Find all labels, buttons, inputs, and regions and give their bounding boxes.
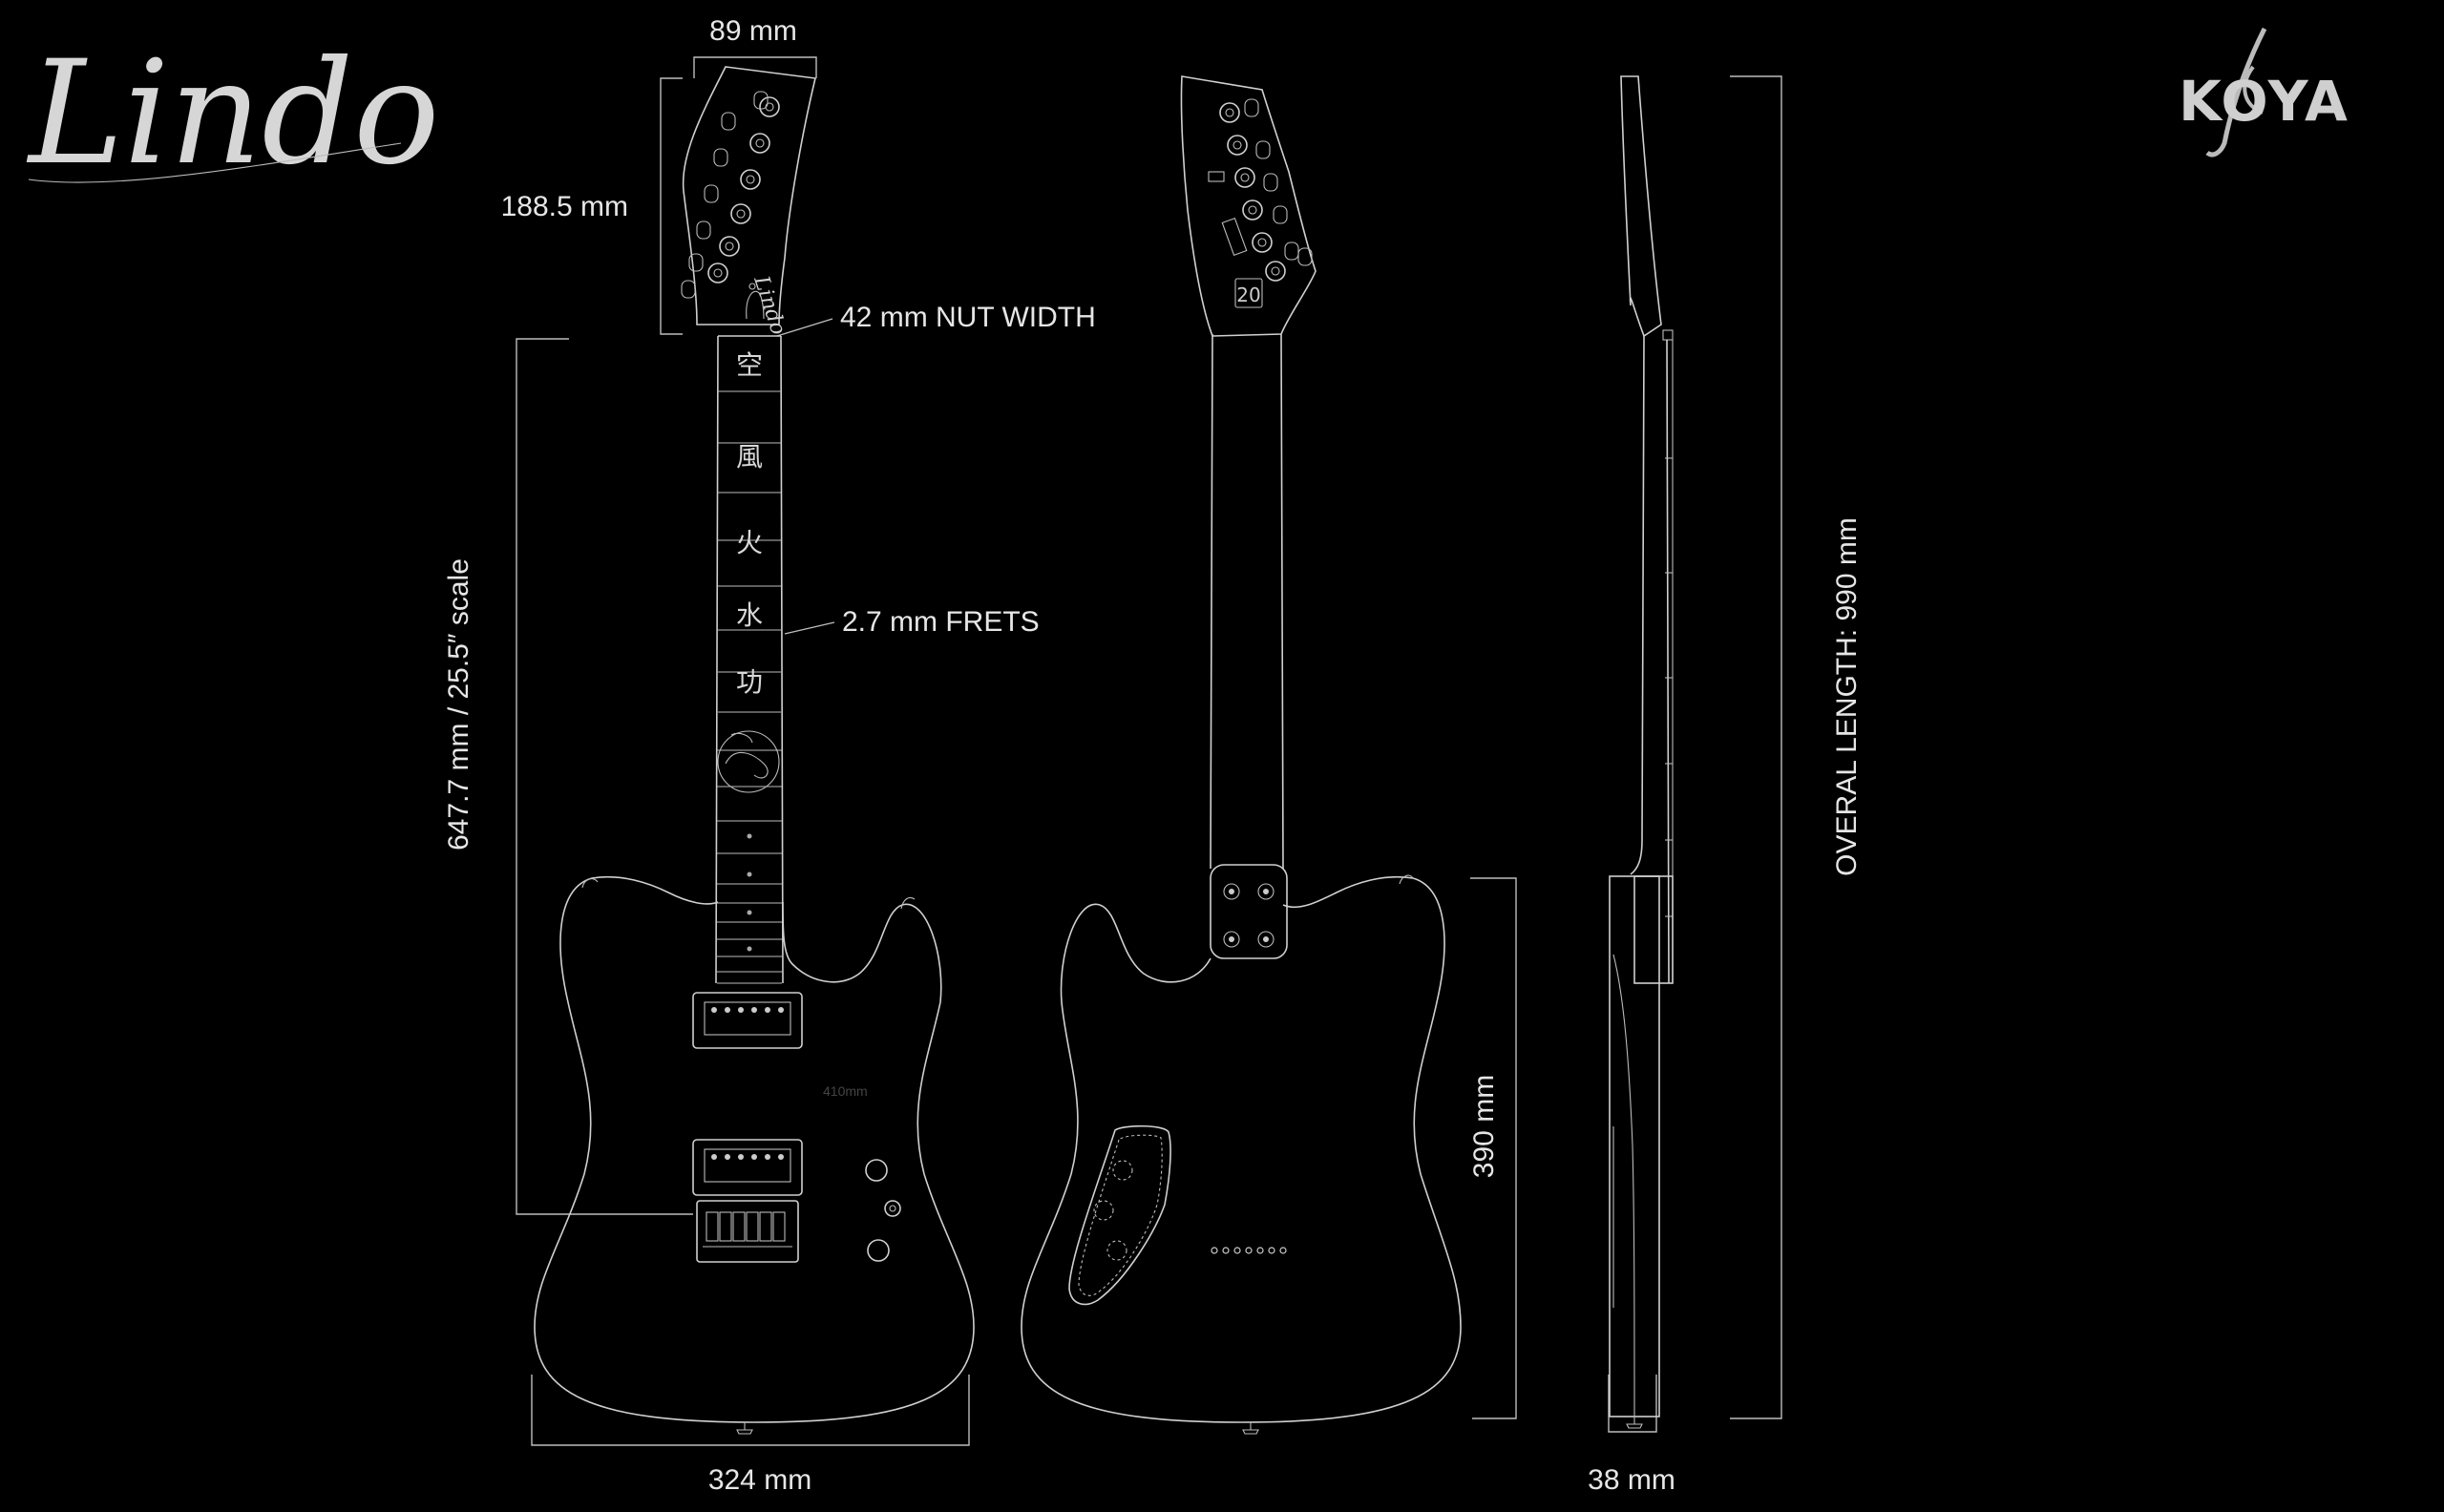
scale-label: 647.7 mm / 25.5″ scale [443, 558, 474, 850]
thickness-label: 38 mm [1588, 1464, 1675, 1496]
front-frets [717, 390, 782, 984]
guitar-front-view: Lindo 空 風 火 水 功 [534, 66, 975, 1435]
headstock-length-label: 188.5 mm [501, 191, 628, 222]
guitar-side-view [1609, 75, 1674, 1429]
dragon-inlay [717, 730, 780, 793]
back-headstock-labels: 20 [1208, 171, 1263, 308]
bridge [696, 1200, 799, 1263]
koya-logo: KOYA [2179, 27, 2349, 158]
inlay-1: 空 [736, 349, 763, 381]
frets-label: 2.7 mm FRETS [842, 606, 1040, 638]
dimension-lines [516, 56, 1782, 1446]
inlay-4: 水 [736, 599, 763, 631]
side-headstock [1620, 75, 1662, 338]
tone-knob [867, 1239, 890, 1262]
lindo-logo: Lindo [26, 31, 440, 197]
neck-pickup [692, 992, 803, 1049]
back-body [1021, 875, 1462, 1423]
side-neck [1630, 335, 1670, 984]
string-ferrules [1211, 1247, 1287, 1254]
neck-plate [1210, 864, 1288, 959]
body-length-label: 390 mm [1468, 1075, 1500, 1178]
dot-inlays [747, 833, 752, 952]
back-tuners [1219, 98, 1313, 282]
front-headstock-logo: Lindo [748, 272, 790, 338]
inlay-3: 火 [736, 527, 763, 558]
lindo-logo-swash [28, 142, 402, 183]
back-headstock [1180, 75, 1317, 337]
inlay-5: 功 [736, 666, 763, 698]
nut-width-label: 42 mm NUT WIDTH [840, 302, 1096, 333]
inlay-2: 風 [736, 441, 763, 472]
control-cavity [1068, 1124, 1171, 1306]
volume-knob [865, 1159, 888, 1182]
bridge-pickup [692, 1139, 803, 1196]
back-neck [1210, 333, 1284, 870]
guitar-back-view: 20 [1021, 75, 1462, 1435]
body-width-label: 324 mm [708, 1464, 811, 1496]
headstock-width-label: 89 mm [709, 15, 797, 47]
front-headstock [682, 66, 816, 326]
faint-dimension-note: 410mm [823, 1083, 868, 1099]
overall-length-label: OVERAL LENGTH: 990 mm [1831, 517, 1863, 876]
front-body [534, 875, 975, 1423]
front-tuners [681, 91, 780, 299]
svg-text:KOYA: KOYA [2179, 69, 2349, 134]
front-neck [715, 335, 784, 984]
back-badge: 20 [1236, 284, 1260, 306]
switch [884, 1200, 901, 1217]
